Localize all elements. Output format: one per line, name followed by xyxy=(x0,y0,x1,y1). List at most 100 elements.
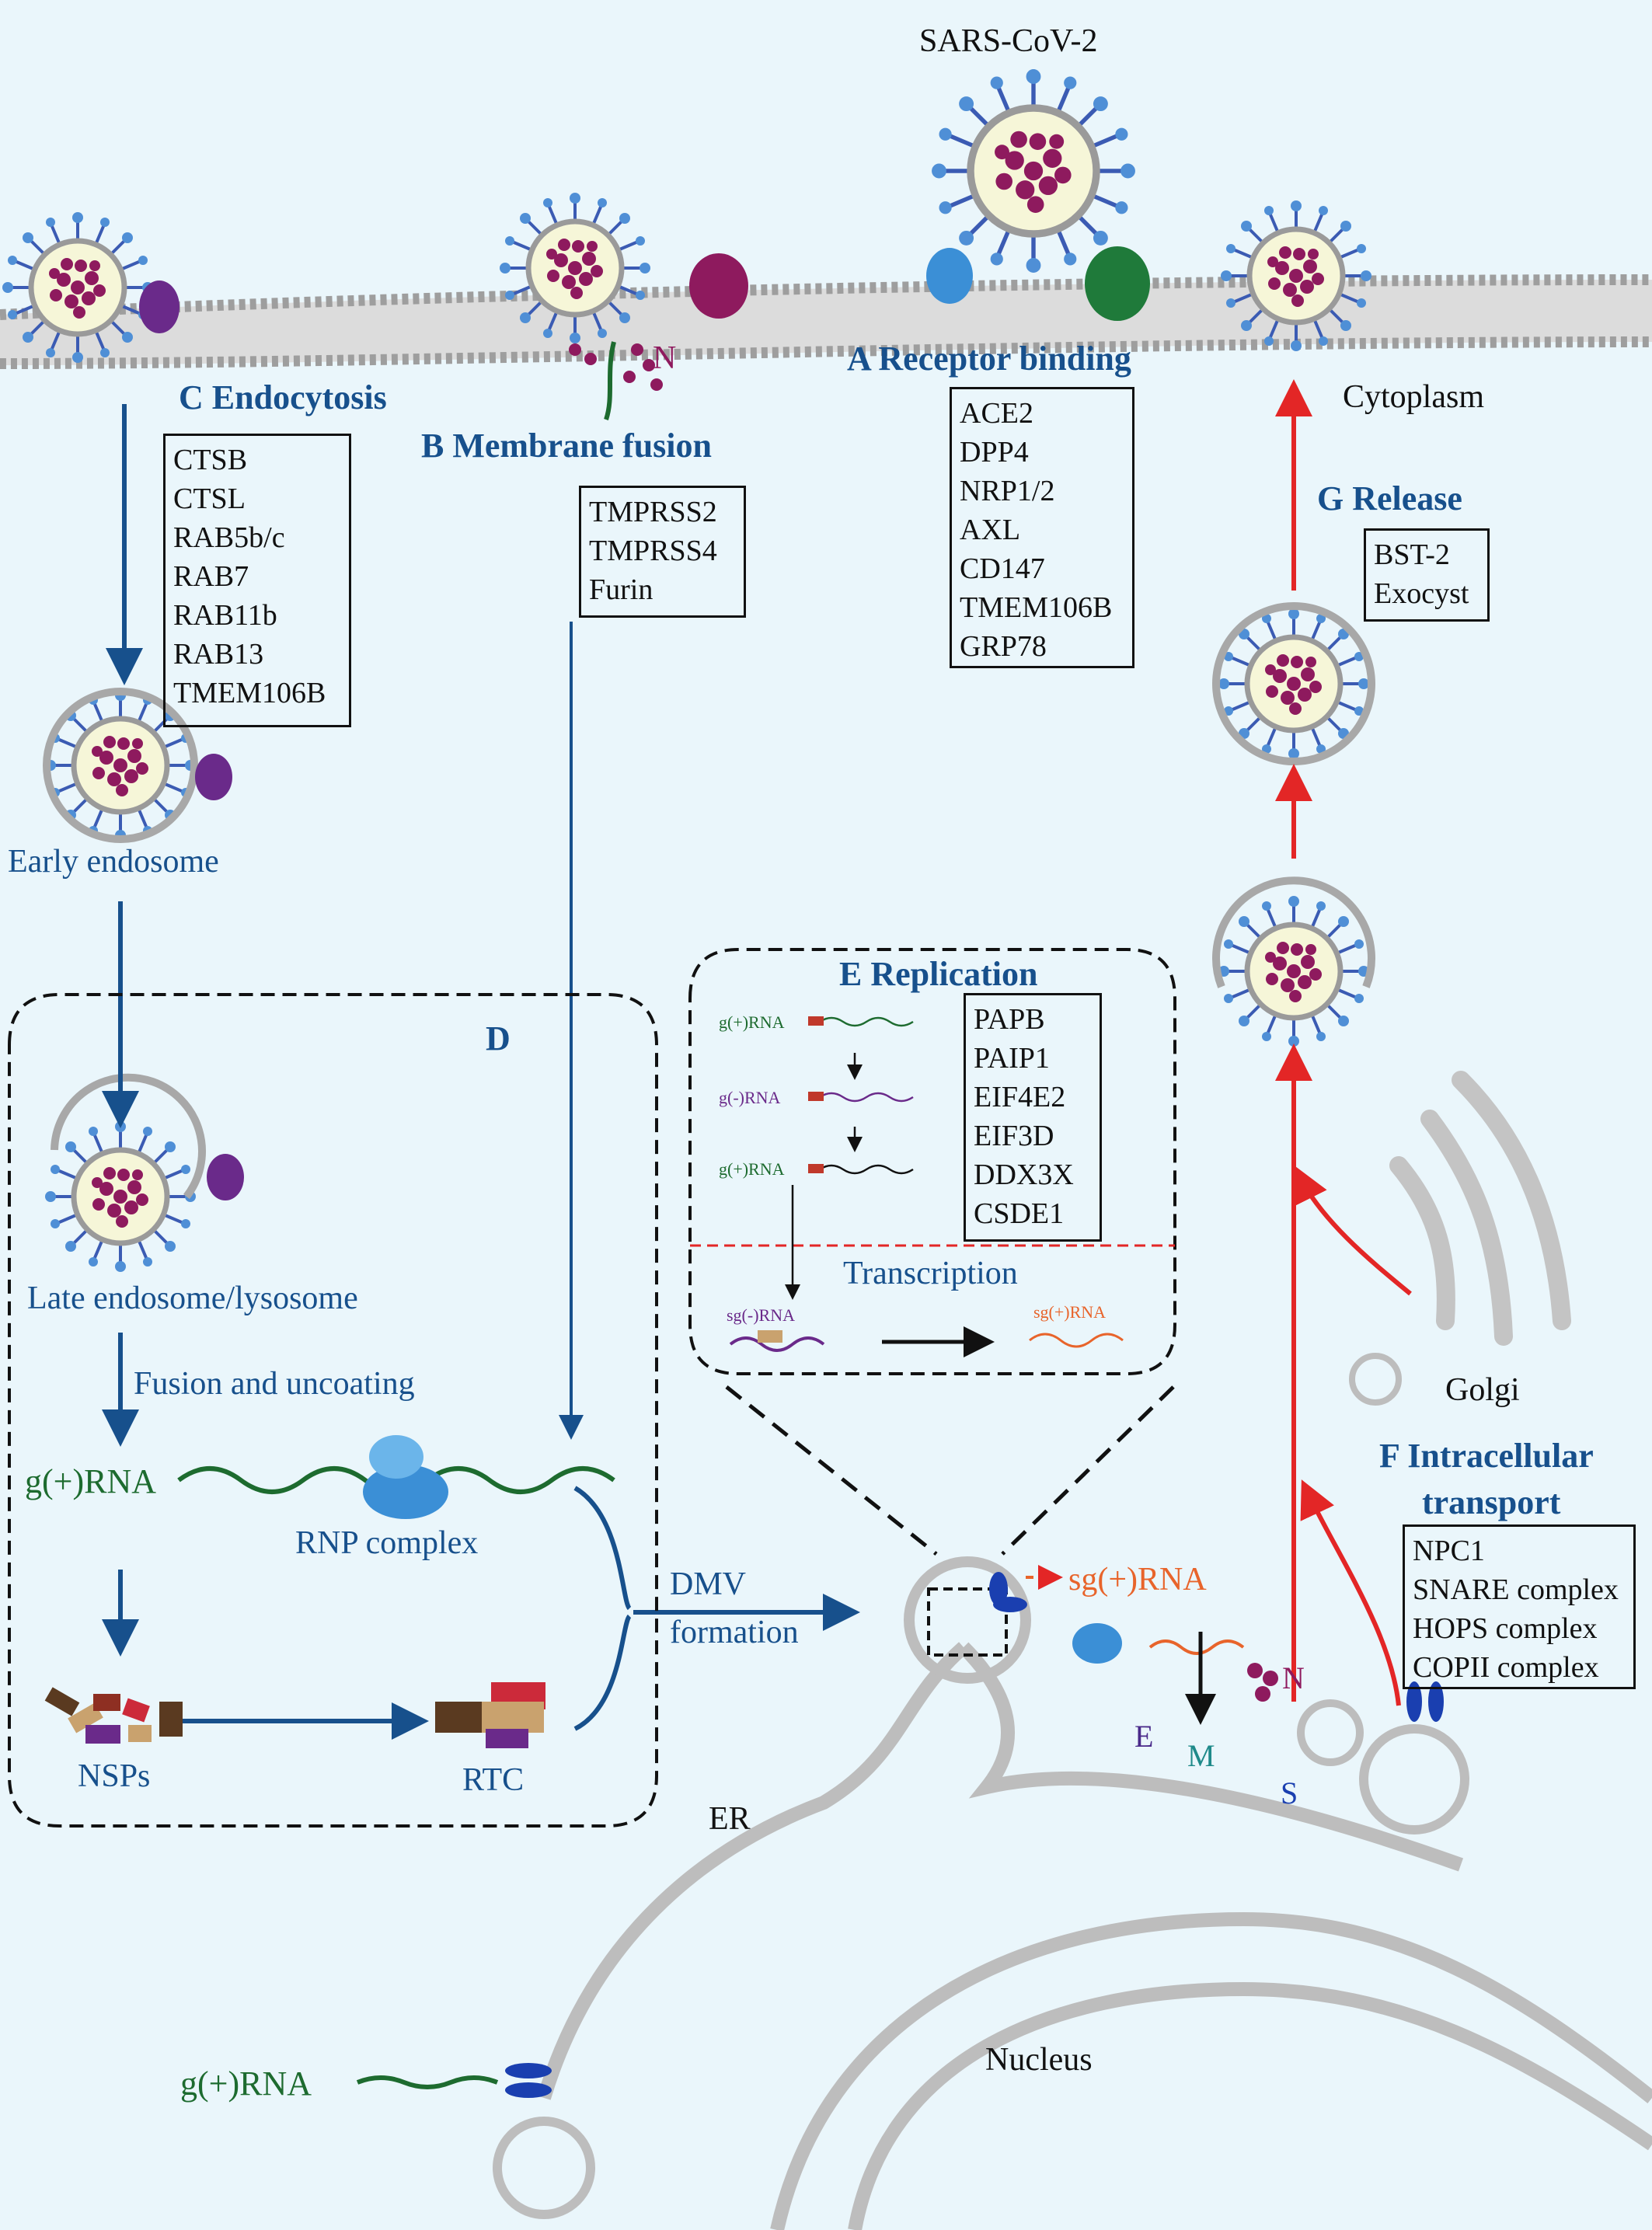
ace2-receptor xyxy=(926,248,973,304)
section-f-title-2: transport xyxy=(1422,1483,1561,1521)
dmv xyxy=(904,1556,1031,1684)
section-c-item: TMEM106B xyxy=(173,677,326,709)
s-label: S xyxy=(1281,1775,1298,1810)
section-c-item: CTSB xyxy=(173,444,248,476)
rep-sg-minus: sg(-)RNA xyxy=(727,1305,795,1325)
section-c-item: RAB7 xyxy=(173,560,249,593)
section-g-box: BST-2 Exocyst xyxy=(1364,528,1490,622)
section-f-item: NPC1 xyxy=(1413,1535,1485,1567)
section-c-item: RAB13 xyxy=(173,638,264,671)
sg-rna-label: sg(+)RNA xyxy=(1068,1562,1207,1598)
membrane-n-label: N xyxy=(653,340,677,376)
plasma-membrane xyxy=(0,274,1652,369)
section-a-item: ACE2 xyxy=(960,397,1033,430)
section-a-item: TMEM106B xyxy=(960,591,1113,624)
coreceptor xyxy=(1085,246,1150,321)
grna-bottom-label: g(+)RNA xyxy=(180,2064,312,2103)
tmprss2-protease xyxy=(689,253,748,319)
section-a-box: ACE2 DPP4 NRP1/2 AXL CD147 TMEM106B GRP7… xyxy=(950,387,1134,668)
section-a-item: NRP1/2 xyxy=(960,475,1055,507)
bracket-lower xyxy=(573,1614,632,1731)
e-label: E xyxy=(1134,1719,1154,1754)
virion-free xyxy=(932,69,1135,273)
section-c-box: CTSB CTSL RAB5b/c RAB7 RAB11b RAB13 TMEM… xyxy=(163,434,351,727)
rep-sg-plus: sg(+)RNA xyxy=(1033,1302,1107,1322)
golgi-label: Golgi xyxy=(1445,1372,1520,1408)
section-a-title: A Receptor binding xyxy=(847,340,1131,378)
arrow-golgi-budding xyxy=(1293,1165,1412,1296)
panel-d-border xyxy=(8,993,658,1828)
section-b-item: Furin xyxy=(589,573,653,606)
virion-endocytosis xyxy=(2,212,153,363)
section-f-title-1: F Intracellular xyxy=(1379,1437,1594,1475)
section-b-box: TMPRSS2 TMPRSS4 Furin xyxy=(579,486,746,618)
section-e-item: CSDE1 xyxy=(974,1197,1065,1230)
cytoplasm-label: Cytoplasm xyxy=(1343,379,1485,415)
receptor-late-endosome xyxy=(207,1154,244,1200)
rep-strand-3 xyxy=(819,1164,914,1175)
sg-minus-strand xyxy=(729,1336,825,1352)
section-b-title: B Membrane fusion xyxy=(421,427,712,465)
m-label: M xyxy=(1187,1738,1215,1773)
section-e-item: DDX3X xyxy=(974,1159,1074,1191)
virus-title: SARS-CoV-2 xyxy=(919,23,1098,59)
nucleus-label: Nucleus xyxy=(985,2042,1093,2078)
released-n-protein xyxy=(569,343,663,391)
rep-grna-1: g(+)RNA xyxy=(719,1012,785,1032)
panel-d-label: D xyxy=(486,1019,511,1058)
section-a-item: GRP78 xyxy=(960,630,1047,663)
section-f-item: HOPS complex xyxy=(1413,1612,1598,1645)
section-f-item: COPII complex xyxy=(1413,1651,1599,1684)
panel-e-border xyxy=(688,948,1176,1375)
section-a-item: CD147 xyxy=(960,552,1045,585)
section-c-item: CTSL xyxy=(173,483,246,515)
dmv-label-1: DMV xyxy=(670,1566,747,1602)
section-c-item: RAB5b/c xyxy=(173,521,285,554)
section-f-item: SNARE complex xyxy=(1413,1573,1619,1606)
grna-label: g(+)RNA xyxy=(25,1462,157,1500)
rep-grna-2: g(+)RNA xyxy=(719,1159,785,1179)
dmv-nucleus xyxy=(493,2117,595,2219)
early-endosome-membrane xyxy=(43,688,198,843)
rep-strand-1 xyxy=(819,1016,914,1027)
section-a-item: DPP4 xyxy=(960,436,1029,469)
rep-grna-minus: g(-)RNA xyxy=(719,1088,781,1107)
section-e-title: E Replication xyxy=(839,955,1038,993)
receptor-early-endosome xyxy=(195,754,232,800)
section-c-item: RAB11b xyxy=(173,599,277,632)
bracket-upper xyxy=(573,1486,632,1611)
released-rna xyxy=(604,341,616,420)
section-g-item: BST-2 xyxy=(1374,538,1450,571)
virion-late-endosome xyxy=(45,1121,196,1272)
nsps-label: NSPs xyxy=(78,1758,151,1794)
section-e-item: EIF3D xyxy=(974,1120,1054,1152)
virion-membrane-fusion xyxy=(500,193,650,343)
rtc-shape xyxy=(435,1682,545,1748)
section-g-title: G Release xyxy=(1317,479,1462,517)
rep-strand-2 xyxy=(819,1092,914,1103)
transcription-label: Transcription xyxy=(843,1256,1018,1291)
section-e-item: PAPB xyxy=(974,1003,1045,1036)
virion-budding xyxy=(1218,896,1369,1047)
er-label: ER xyxy=(709,1801,751,1837)
rnp-complex-label: RNP complex xyxy=(295,1525,479,1561)
section-e-box: PAPB PAIP1 EIF4E2 EIF3D DDX3X CSDE1 xyxy=(964,993,1102,1242)
section-e-item: EIF4E2 xyxy=(974,1081,1066,1113)
section-f-box: NPC1 SNARE complex HOPS complex COPII co… xyxy=(1403,1524,1636,1689)
section-a-item: AXL xyxy=(960,514,1021,546)
fusion-uncoating-label: Fusion and uncoating xyxy=(134,1366,415,1402)
section-b-item: TMPRSS4 xyxy=(589,535,717,567)
er-membrane xyxy=(537,1642,1652,2230)
rnp-complex-shape xyxy=(363,1435,448,1519)
release-vesicle-membrane xyxy=(1212,602,1375,765)
late-endosome-membrane xyxy=(51,1073,206,1200)
arrow-er-golgi xyxy=(1300,1479,1401,1706)
dmv-label-2: formation xyxy=(670,1615,799,1650)
budding-membrane xyxy=(1212,876,1375,988)
early-endosome-label: Early endosome xyxy=(8,844,219,880)
section-c-title: C Endocytosis xyxy=(179,378,387,416)
sg-plus-strand xyxy=(1029,1333,1124,1348)
section-e-item: PAIP1 xyxy=(974,1042,1050,1075)
late-endosome-label: Late endosome/lysosome xyxy=(27,1281,358,1316)
